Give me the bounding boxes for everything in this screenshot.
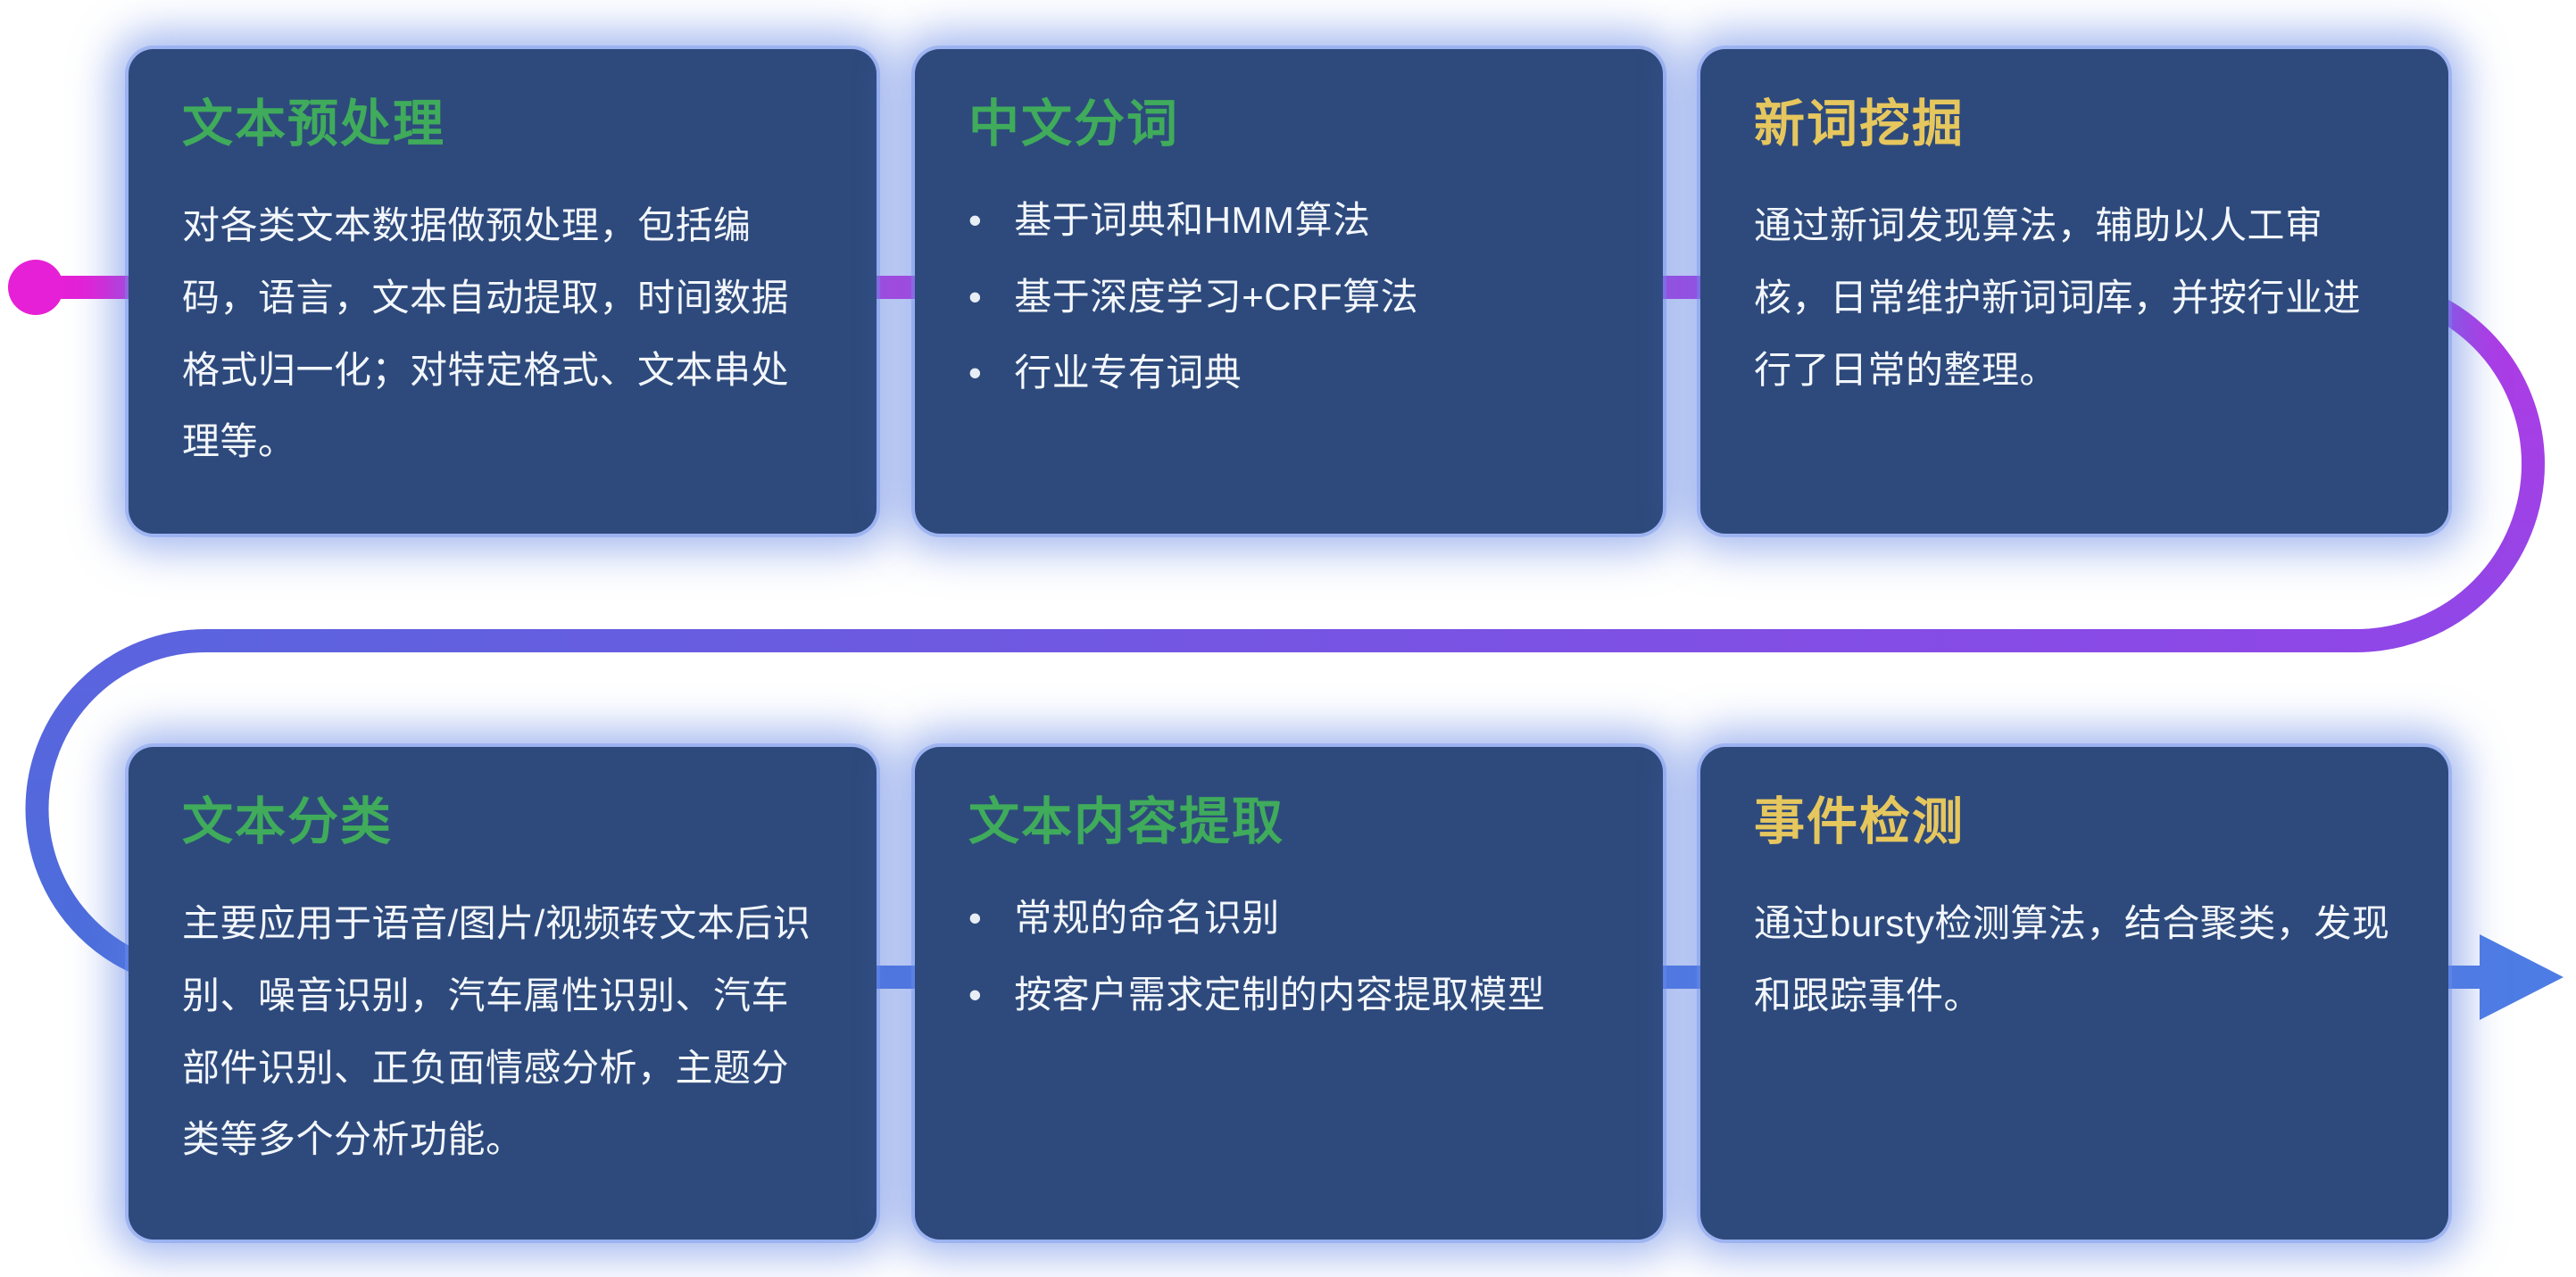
card-text-preprocessing: 文本预处理 对各类文本数据做预处理，包括编码，语言，文本自动提取，时间数据格式归… xyxy=(129,49,877,534)
bullet-icon: • xyxy=(968,973,983,1016)
card-new-word-mining: 新词挖掘 通过新词发现算法，辅助以人工审核，日常维护新词词库，并按行业进行了日常… xyxy=(1700,49,2448,534)
card-title: 新词挖掘 xyxy=(1754,95,1965,153)
list-item-text: 按客户需求定制的内容提取模型 xyxy=(1014,973,1546,1016)
card-title: 事件检测 xyxy=(1754,793,1965,850)
bullet-icon: • xyxy=(968,897,983,940)
card-title: 文本预处理 xyxy=(182,95,445,153)
bullet-icon: • xyxy=(968,351,983,394)
card-bullet-list: • 基于词典和HMM算法 • 基于深度学习+CRF算法 • 行业专有词典 xyxy=(968,190,1609,402)
list-item: • 按客户需求定制的内容提取模型 xyxy=(968,965,1609,1024)
card-event-detection: 事件检测 通过bursty检测算法，结合聚类，发现和跟踪事件。 xyxy=(1700,747,2448,1240)
card-title: 文本分类 xyxy=(182,793,393,850)
flow-end-arrow-icon xyxy=(2480,934,2564,1020)
card-text-content-extraction: 文本内容提取 • 常规的命名识别 • 按客户需求定制的内容提取模型 xyxy=(915,747,1663,1240)
list-item: • 基于词典和HMM算法 xyxy=(968,190,1609,250)
list-item: • 行业专有词典 xyxy=(968,343,1609,402)
card-bullet-list: • 常规的命名识别 • 按客户需求定制的内容提取模型 xyxy=(968,888,1609,1024)
card-title: 文本内容提取 xyxy=(968,793,1284,850)
card-chinese-word-segmentation: 中文分词 • 基于词典和HMM算法 • 基于深度学习+CRF算法 • 行业专有词… xyxy=(915,49,1663,534)
card-body: 对各类文本数据做预处理，包括编码，语言，文本自动提取，时间数据格式归一化；对特定… xyxy=(182,204,790,463)
list-item: • 常规的命名识别 xyxy=(968,888,1609,948)
list-item-text: 基于深度学习+CRF算法 xyxy=(1014,275,1419,318)
list-item-text: 基于词典和HMM算法 xyxy=(1014,199,1371,242)
list-item: • 基于深度学习+CRF算法 xyxy=(968,267,1609,327)
flow-start-dot xyxy=(8,260,63,315)
card-body: 主要应用于语音/图片/视频转文本后识别、噪音识别，汽车属性识别、汽车部件识别、正… xyxy=(182,902,811,1161)
list-item-text: 常规的命名识别 xyxy=(1014,897,1280,940)
card-title: 中文分词 xyxy=(968,95,1179,153)
flow-curve-left xyxy=(25,629,206,989)
list-item-text: 行业专有词典 xyxy=(1014,351,1242,394)
card-body: 通过bursty检测算法，结合聚类，发现和跟踪事件。 xyxy=(1754,902,2390,1017)
bullet-icon: • xyxy=(968,199,983,242)
bullet-icon: • xyxy=(968,275,983,318)
card-text-classification: 文本分类 主要应用于语音/图片/视频转文本后识别、噪音识别，汽车属性识别、汽车部… xyxy=(129,747,877,1240)
card-body: 通过新词发现算法，辅助以人工审核，日常维护新词词库，并按行业进行了日常的整理。 xyxy=(1754,204,2362,391)
